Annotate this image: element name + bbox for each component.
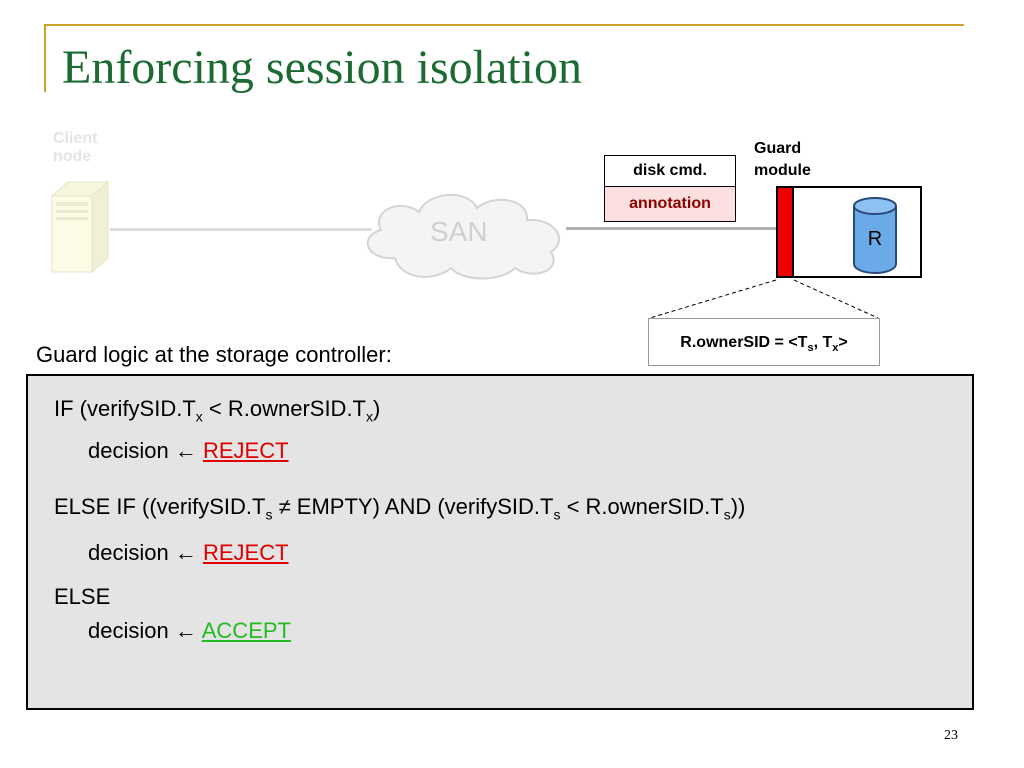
san-label: SAN <box>430 216 488 247</box>
page-number: 23 <box>944 728 958 743</box>
guard-module-bar <box>776 186 794 278</box>
resource-label: R <box>867 228 883 250</box>
guard-connection-line <box>566 227 776 230</box>
annotation-label: annotation <box>605 187 735 221</box>
guard-label-line2: module <box>754 162 811 179</box>
if-condition-line: IF (verifySID.Tx < R.ownerSID.Tx) <box>54 396 381 425</box>
owner-sid-sub-x: x <box>832 342 839 355</box>
left-arrow-icon: ← <box>174 540 203 565</box>
owner-sid-middle: , T <box>813 334 833 351</box>
frame-top-rule <box>44 24 964 26</box>
frame-left-rule <box>44 24 46 92</box>
left-arrow-icon: ← <box>174 438 203 463</box>
decision-reject-line-1: decision ← REJECT <box>88 438 289 463</box>
owner-sid-prefix: R.ownerSID = <T <box>680 334 808 351</box>
resource-cylinder-icon <box>853 197 897 274</box>
san-cloud-icon <box>366 194 560 280</box>
else-if-condition-line: ELSE IF ((verifySID.Ts ≠ EMPTY) AND (ver… <box>54 494 746 523</box>
guard-module-label: Guard module <box>754 138 811 182</box>
client-label-line1: Client <box>53 130 98 147</box>
decision-reject-line-2: decision ← REJECT <box>88 540 289 565</box>
slide-title: Enforcing session isolation <box>62 41 582 94</box>
accept-label: ACCEPT <box>201 618 291 643</box>
disk-command-message: disk cmd. annotation <box>604 155 736 222</box>
owner-sid-sub-s: s <box>807 342 814 355</box>
guard-label-line1: Guard <box>754 140 802 157</box>
else-line: ELSE <box>54 584 111 609</box>
decision-accept-line: decision ← ACCEPT <box>88 618 291 643</box>
guard-logic-box: IF (verifySID.Tx < R.ownerSID.Tx) decisi… <box>26 374 974 710</box>
owner-sid-box: R.ownerSID = <Ts, Tx> <box>648 318 880 366</box>
left-arrow-icon: ← <box>174 618 202 643</box>
disk-cmd-label: disk cmd. <box>605 156 735 187</box>
client-node-label: Client node <box>53 130 97 166</box>
reject-label-2: REJECT <box>202 540 289 565</box>
owner-sid-suffix: > <box>838 334 848 351</box>
server-icon <box>50 180 110 274</box>
client-connection-line <box>110 228 372 231</box>
guard-logic-caption: Guard logic at the storage controller: <box>36 342 392 367</box>
client-label-line2: node <box>53 148 92 165</box>
reject-label-1: REJECT <box>202 438 289 463</box>
